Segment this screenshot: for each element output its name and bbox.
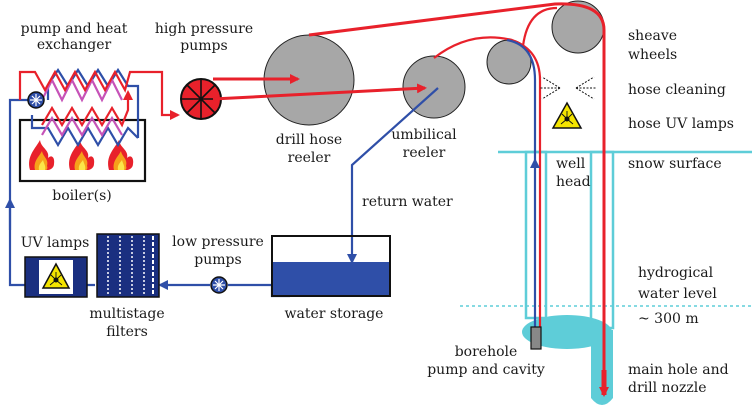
label-boilers: boiler(s): [52, 188, 111, 204]
label-low-pressure-1: low pressure: [172, 234, 264, 250]
label-pump-heat-exchanger-2: exchanger: [37, 37, 112, 53]
label-borehole-2: pump and cavity: [427, 362, 545, 378]
water-storage-tank: [271, 235, 391, 297]
flame-icon: [29, 140, 55, 170]
label-multistage-1: multistage: [89, 306, 164, 322]
pump-icon: [27, 91, 45, 109]
hot-water-lines: [212, 2, 606, 380]
label-depth: ~ 300 m: [638, 311, 699, 327]
label-pump-heat-exchanger-1: pump and heat: [21, 21, 128, 37]
label-drill-hose-2: reeler: [288, 150, 331, 166]
main-hole-lower: [591, 330, 613, 405]
label-return-water: return water: [362, 194, 453, 210]
label-hydrogical-1: hydrogical: [638, 265, 714, 281]
umbilical-line: [433, 36, 542, 330]
label-sheave-2: wheels: [628, 47, 677, 63]
label-hose-cleaning: hose cleaning: [628, 82, 726, 98]
flame-icon: [69, 140, 95, 170]
spray-icon: [540, 76, 596, 100]
label-well-1: well: [556, 156, 586, 172]
label-umbilical-2: reeler: [403, 145, 446, 161]
label-snow-surface: snow surface: [628, 156, 722, 172]
umbilical-reel: [402, 55, 466, 119]
label-low-pressure-2: pumps: [194, 252, 241, 268]
label-sheave-1: sheave: [628, 28, 677, 44]
flame-icon: [108, 140, 134, 170]
large-sheave-wheel: [551, 0, 605, 54]
label-high-pressure-1: high pressure: [155, 21, 253, 37]
borehole-pump: [530, 326, 542, 350]
label-well-2: head: [556, 174, 591, 190]
heat-exchanger: [8, 67, 180, 195]
multistage-filters: [96, 233, 160, 298]
label-drill-hose-1: drill hose: [276, 132, 342, 148]
diagram-labels: pump and heat exchanger high pressure pu…: [21, 21, 734, 396]
main-hole-upper: [589, 150, 615, 330]
label-multistage-2: filters: [106, 324, 148, 340]
label-hose-uv: hose UV lamps: [628, 116, 734, 132]
label-high-pressure-2: pumps: [180, 38, 227, 54]
borehole-structure: [460, 150, 752, 405]
high-pressure-pump-icon: [180, 78, 222, 120]
uv-warning-icon: [39, 260, 73, 294]
label-umbilical-1: umbilical: [391, 127, 457, 143]
label-main-hole-2: drill nozzle: [628, 380, 707, 396]
borehole-cavity: [522, 315, 612, 349]
uv-warning-icon: [551, 101, 583, 129]
label-main-hole-1: main hole and: [628, 362, 729, 378]
label-borehole-1: borehole: [455, 344, 518, 360]
label-uv-lamps: UV lamps: [21, 235, 90, 251]
label-water-storage: water storage: [285, 306, 384, 322]
pump-icon: [210, 276, 228, 294]
label-hydrogical-2: water level: [638, 286, 717, 302]
